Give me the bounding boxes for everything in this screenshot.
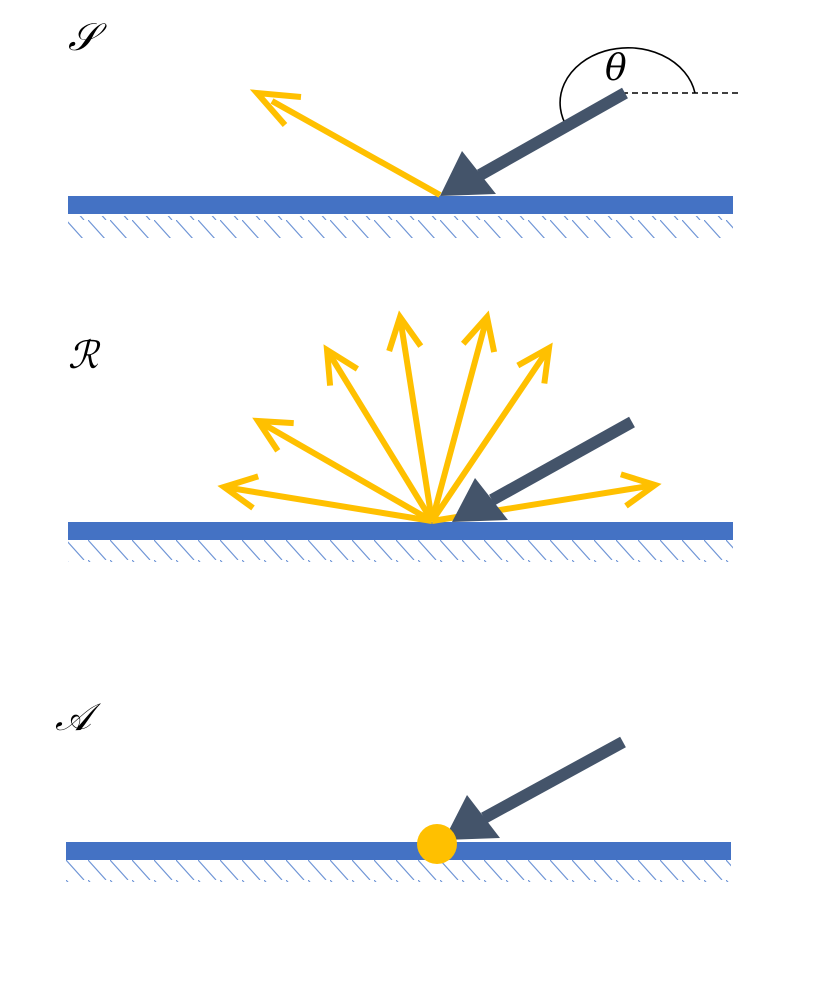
incident-ray	[452, 416, 635, 522]
surface-hatch	[68, 540, 733, 562]
reflected-ray	[249, 89, 442, 198]
scattered-ray	[323, 344, 435, 523]
scattered-rays	[217, 310, 662, 524]
diffuse-label: ℛ	[68, 333, 101, 377]
panel-absorption: 𝒜	[55, 695, 731, 882]
surface-hatch	[68, 216, 733, 238]
absorption-label: 𝒜	[55, 695, 102, 739]
scattered-ray	[386, 310, 435, 522]
absorbed-particle	[417, 824, 457, 864]
scattered-ray	[429, 342, 553, 523]
panel-diffuse: ℛ	[68, 310, 733, 562]
scattered-ray	[252, 417, 434, 524]
surface-bar	[68, 522, 733, 540]
surface-bar	[66, 842, 731, 860]
incident-ray	[444, 736, 626, 840]
surface-bar	[68, 196, 733, 214]
specular-label: 𝒮	[68, 15, 107, 59]
incident-ray	[440, 87, 628, 196]
panel-specular: 𝒮 θ	[68, 15, 738, 238]
angle-arc	[559, 46, 696, 131]
scattered-ray	[217, 473, 433, 524]
scattered-ray	[429, 310, 498, 522]
surface-hatch	[66, 860, 731, 882]
theta-label: θ	[605, 48, 627, 89]
